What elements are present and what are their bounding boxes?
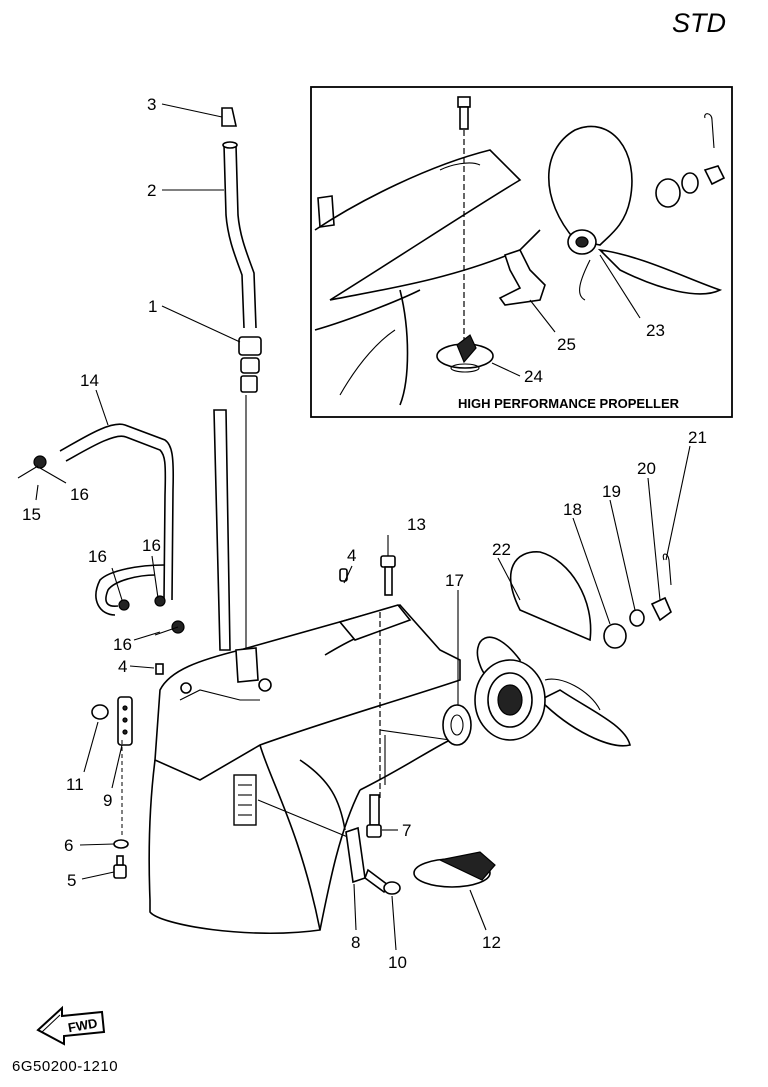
callout-18: 18 xyxy=(563,500,582,519)
propeller-assembly xyxy=(345,551,672,895)
callout-8: 8 xyxy=(351,933,360,952)
callout-15: 15 xyxy=(22,505,41,524)
callout-7: 7 xyxy=(402,821,411,840)
fwd-arrow: FWD xyxy=(36,1005,106,1046)
version-label: STD xyxy=(672,8,726,38)
callout-5: 5 xyxy=(67,871,76,890)
lower-housing xyxy=(148,568,461,935)
callout-16-mid-right: 16 xyxy=(142,536,161,555)
callout-23: 23 xyxy=(646,321,665,340)
inset-high-performance-propeller: HIGH PERFORMANCE PROPELLER xyxy=(310,86,733,418)
callout-6: 6 xyxy=(64,836,73,855)
callout-12: 12 xyxy=(482,933,501,952)
callout-20: 20 xyxy=(637,459,656,478)
callout-3: 3 xyxy=(147,95,156,114)
callout-11: 11 xyxy=(66,775,84,794)
callout-10: 10 xyxy=(388,953,407,972)
callout-16-top: 16 xyxy=(70,485,89,504)
callout-22: 22 xyxy=(492,540,511,559)
callout-1: 1 xyxy=(148,297,157,316)
callout-25: 25 xyxy=(557,335,576,354)
callout-numbers: 3 2 1 14 16 15 16 16 16 4 4 11 9 6 5 13 … xyxy=(22,95,707,972)
callout-16-lower: 16 xyxy=(113,635,132,654)
callout-2: 2 xyxy=(147,181,156,200)
callout-9: 9 xyxy=(103,791,112,810)
diagram-part-number: 6G50200-1210 xyxy=(12,1058,119,1075)
callout-13: 13 xyxy=(407,515,426,534)
callout-16-mid-left: 16 xyxy=(88,547,107,566)
callout-4-upper: 4 xyxy=(347,546,356,565)
leader-lines xyxy=(35,103,691,951)
callout-24: 24 xyxy=(524,367,543,386)
callout-14: 14 xyxy=(80,371,99,390)
callout-17: 17 xyxy=(445,571,464,590)
fwd-label: FWD xyxy=(67,1015,99,1035)
callout-19: 19 xyxy=(602,482,621,501)
callout-21: 21 xyxy=(688,428,707,447)
inset-title: HIGH PERFORMANCE PROPELLER xyxy=(458,396,680,411)
water-tube-assembly xyxy=(17,107,262,655)
left-small-parts xyxy=(91,696,133,879)
callout-4-lower: 4 xyxy=(118,657,127,676)
